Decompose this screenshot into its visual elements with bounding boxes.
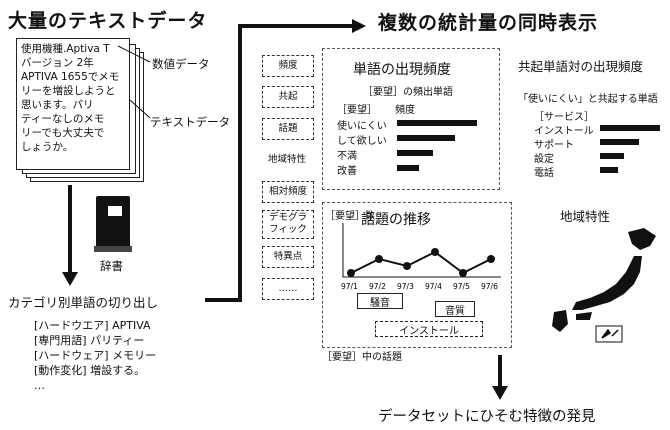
- cooccurrence-bar: [600, 139, 639, 145]
- trend-x-label: 97/4: [425, 282, 442, 291]
- topic-tag: インストール: [375, 321, 483, 337]
- category-item: [専門用語] パリティー: [34, 334, 145, 347]
- cooccurrence-word: 電話: [534, 168, 554, 179]
- trend-x-label: 97/2: [369, 282, 386, 291]
- frequency-panel: 単語の出現頻度 ［要望］の頻出単語 ［要望］ 頻度 使いにくいして欲しい不満改善: [322, 48, 500, 190]
- left-title: 大量のテキストデータ: [8, 10, 208, 32]
- trend-x-label: 97/1: [341, 282, 358, 291]
- frequency-word: 不満: [337, 151, 357, 162]
- menu-singular-point[interactable]: 特異点: [262, 246, 314, 268]
- category-item: [ハードウエア] APTIVA: [34, 319, 151, 332]
- menu-cooccurrence[interactable]: 共起: [262, 86, 314, 108]
- frequency-col-count: 頻度: [395, 105, 415, 116]
- cooccurrence-header: ［サービス］: [534, 112, 594, 123]
- frequency-title: 単語の出現頻度: [353, 62, 451, 78]
- category-item: [ハードウェア] メモリー: [34, 349, 157, 362]
- trend-x-label: 97/5: [453, 282, 470, 291]
- trend-point: [431, 248, 439, 256]
- frequency-word: して欲しい: [337, 136, 387, 147]
- menu-region[interactable]: 地域特性: [262, 150, 312, 170]
- frequency-subtitle: ［要望］の頻出単語: [363, 87, 453, 98]
- trend-title: 話題の推移: [361, 212, 431, 228]
- menu-more[interactable]: ……: [262, 278, 314, 300]
- trend-point: [403, 262, 411, 270]
- japan-map: [552, 228, 656, 343]
- trend-axes: [342, 223, 501, 278]
- numeric-data-label: 数値データ: [152, 57, 210, 71]
- extract-title: カテゴリ別単語の切り出し: [8, 295, 159, 310]
- topic-tag: 騒音: [357, 293, 403, 309]
- trend-line: [350, 250, 492, 275]
- trend-point: [487, 255, 495, 263]
- cooccurrence-bar: [600, 167, 618, 173]
- category-item: [動作変化] 増設する。: [34, 364, 146, 377]
- region-title: 地域特性: [560, 209, 611, 224]
- document-text: 使用機種.Aptiva T バージョン 2年 APTIVA 1655でメモ リー…: [21, 43, 120, 153]
- right-title: 複数の統計量の同時表示: [378, 12, 599, 34]
- menu-topic[interactable]: 話題: [262, 118, 314, 140]
- text-data-label: テキストデータ: [150, 115, 231, 129]
- cooccurrence-title: 共起単語対の出現頻度: [518, 59, 644, 74]
- frequency-bar: [397, 165, 419, 171]
- trend-ylabel: ［要望］数: [325, 211, 375, 222]
- trend-point: [375, 255, 383, 263]
- frequency-bar: [397, 120, 477, 126]
- cooccurrence-bar: [600, 153, 624, 159]
- trend-chart: 97/1 97/2 97/3 97/4 97/5 97/6: [341, 223, 501, 291]
- trend-x-label: 97/6: [481, 282, 498, 291]
- menu-demographic[interactable]: デモグラ フィック: [262, 210, 314, 239]
- cooccurrence-word: インストール: [534, 126, 594, 137]
- dictionary-label: 辞書: [100, 259, 123, 273]
- menu-frequency[interactable]: 頻度: [262, 55, 314, 77]
- cooccurrence-bar: [600, 125, 660, 131]
- frequency-bar: [397, 150, 433, 156]
- cooccurrence-panel: 共起単語対の出現頻度 「使いにくい」と共起する単語 ［サービス］ インストールサ…: [504, 48, 666, 188]
- trend-point: [459, 269, 467, 277]
- cooccurrence-word: サポート: [534, 140, 574, 151]
- category-item: …: [34, 379, 45, 392]
- cooccurrence-word: 設定: [534, 154, 554, 165]
- trend-x-label: 97/3: [397, 282, 414, 291]
- frequency-bar: [397, 135, 455, 141]
- frequency-col-category: ［要望］: [337, 105, 377, 116]
- frequency-word: 使いにくい: [337, 121, 387, 132]
- menu-relative-frequency[interactable]: 相対頻度: [262, 181, 314, 203]
- bottom-discovery-text: データセットにひそむ特徴の発見: [378, 409, 596, 425]
- topic-tag: 音質: [435, 301, 475, 317]
- trend-footer: ［要望］中の話題: [322, 352, 402, 363]
- category-list: [ハードウエア] APTIVA [専門用語] パリティー [ハードウェア] メモ…: [34, 318, 156, 393]
- frequency-word: 改善: [337, 166, 357, 177]
- cooccurrence-subtitle: 「使いにくい」と共起する単語: [518, 94, 658, 105]
- trend-point: [347, 269, 355, 277]
- region-panel: 地域特性: [516, 202, 666, 352]
- document-sheet: 使用機種.Aptiva T バージョン 2年 APTIVA 1655でメモ リー…: [16, 38, 130, 170]
